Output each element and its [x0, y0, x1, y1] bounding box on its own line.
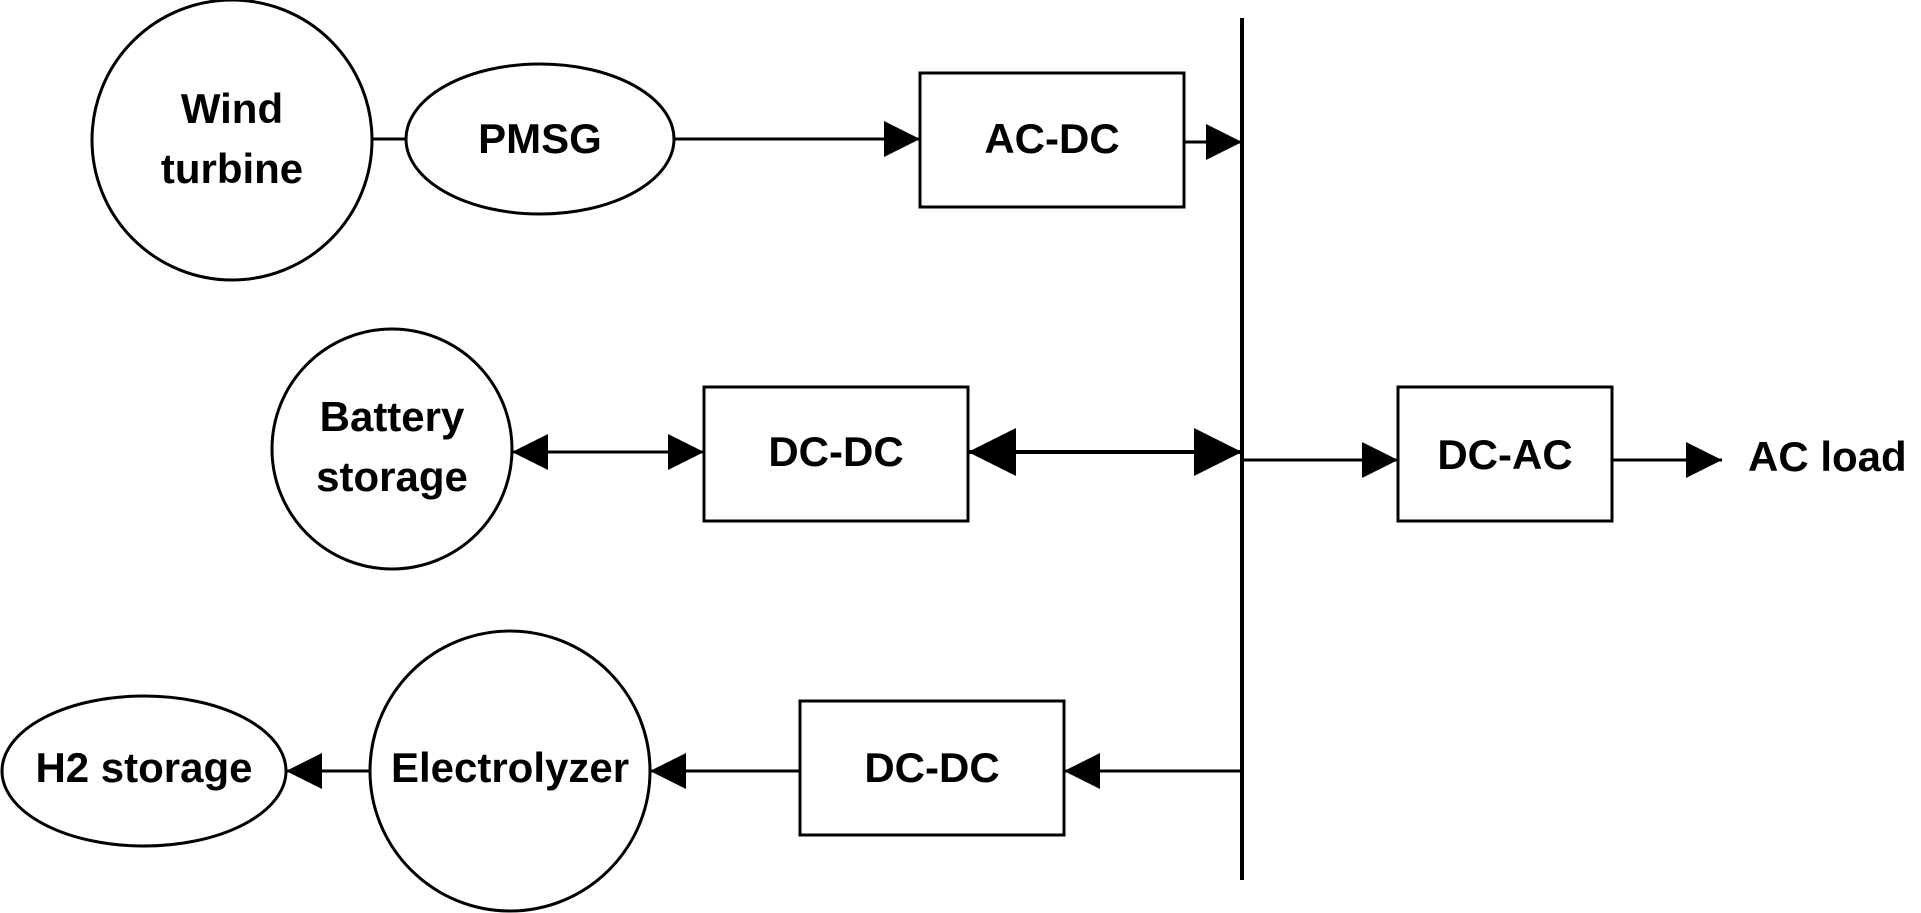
electrolyzer-label: Electrolyzer	[391, 744, 629, 791]
h2-storage-label: H2 storage	[35, 744, 252, 791]
battery-storage-node: Battery storage	[270, 327, 514, 571]
pmsg-label: PMSG	[478, 115, 602, 162]
pmsg-node: PMSG	[404, 62, 676, 216]
battery-storage-label-line1: Battery	[320, 393, 465, 440]
wind-turbine-node: Wind turbine	[90, 0, 374, 282]
ac-dc-label: AC-DC	[984, 115, 1119, 162]
wind-turbine-label-line1: Wind	[181, 85, 283, 132]
ac-load-label: AC load	[1748, 433, 1907, 480]
dc-dc-battery-label: DC-DC	[768, 428, 903, 475]
dc-dc-electrolyzer-converter-box: DC-DC	[798, 699, 1066, 837]
dc-dc-battery-converter-box: DC-DC	[702, 385, 970, 523]
dc-dc-electrolyzer-label: DC-DC	[864, 744, 999, 791]
wind-turbine-label-line2: turbine	[161, 145, 303, 192]
battery-storage-label-line2: storage	[316, 453, 468, 500]
dc-ac-converter-box: DC-AC	[1396, 385, 1614, 523]
electrolyzer-node: Electrolyzer	[368, 629, 652, 913]
h2-storage-node: H2 storage	[0, 694, 288, 848]
dc-ac-label: DC-AC	[1437, 431, 1572, 478]
ac-dc-converter-box: AC-DC	[918, 71, 1186, 209]
